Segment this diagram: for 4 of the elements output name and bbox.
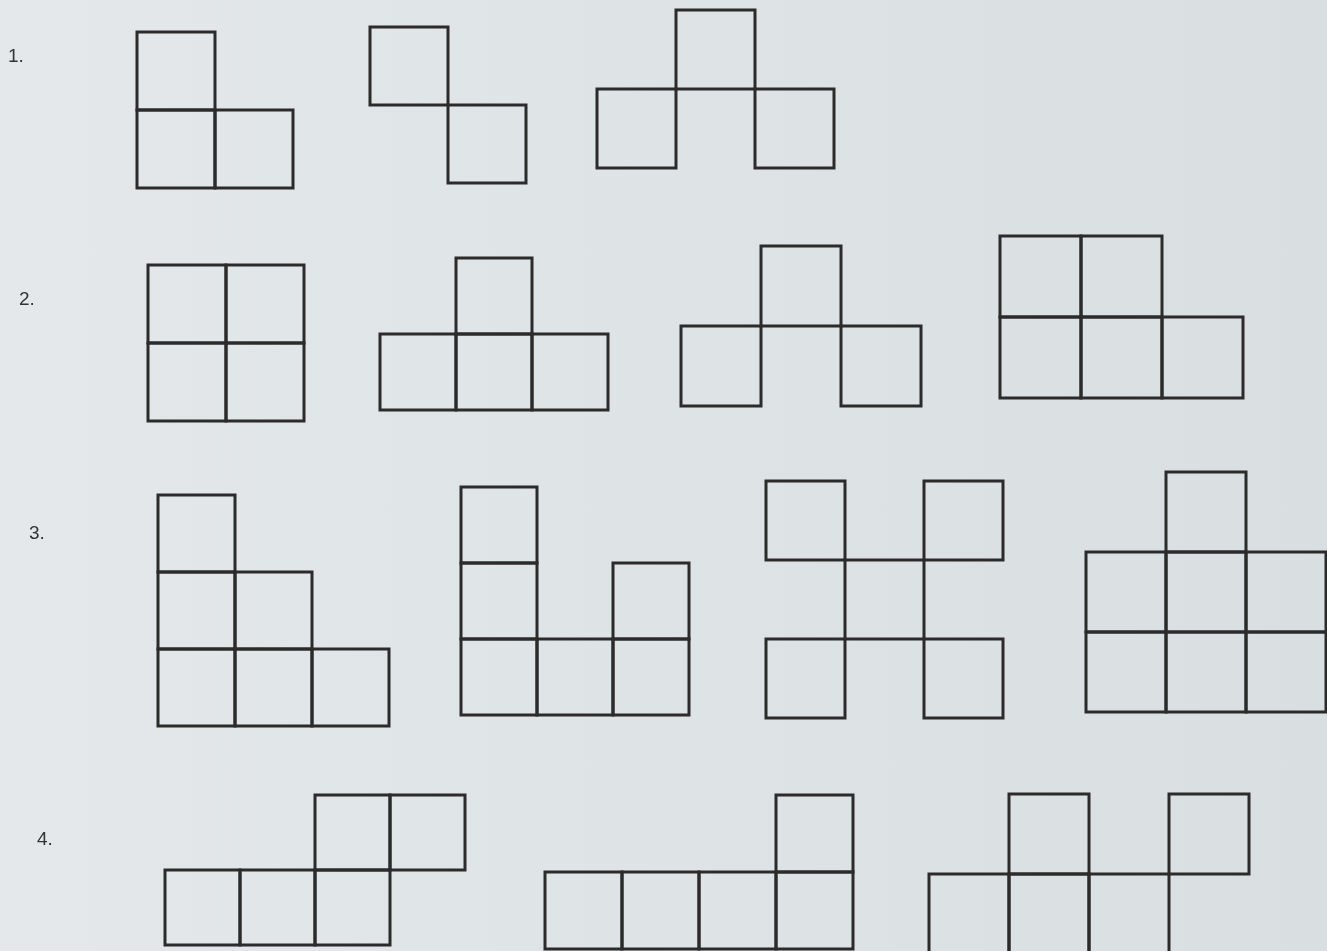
question-number: 4. (37, 829, 53, 848)
question-number: 3. (29, 523, 45, 542)
question-number: 1. (8, 46, 24, 65)
question-number: 2. (19, 289, 35, 308)
